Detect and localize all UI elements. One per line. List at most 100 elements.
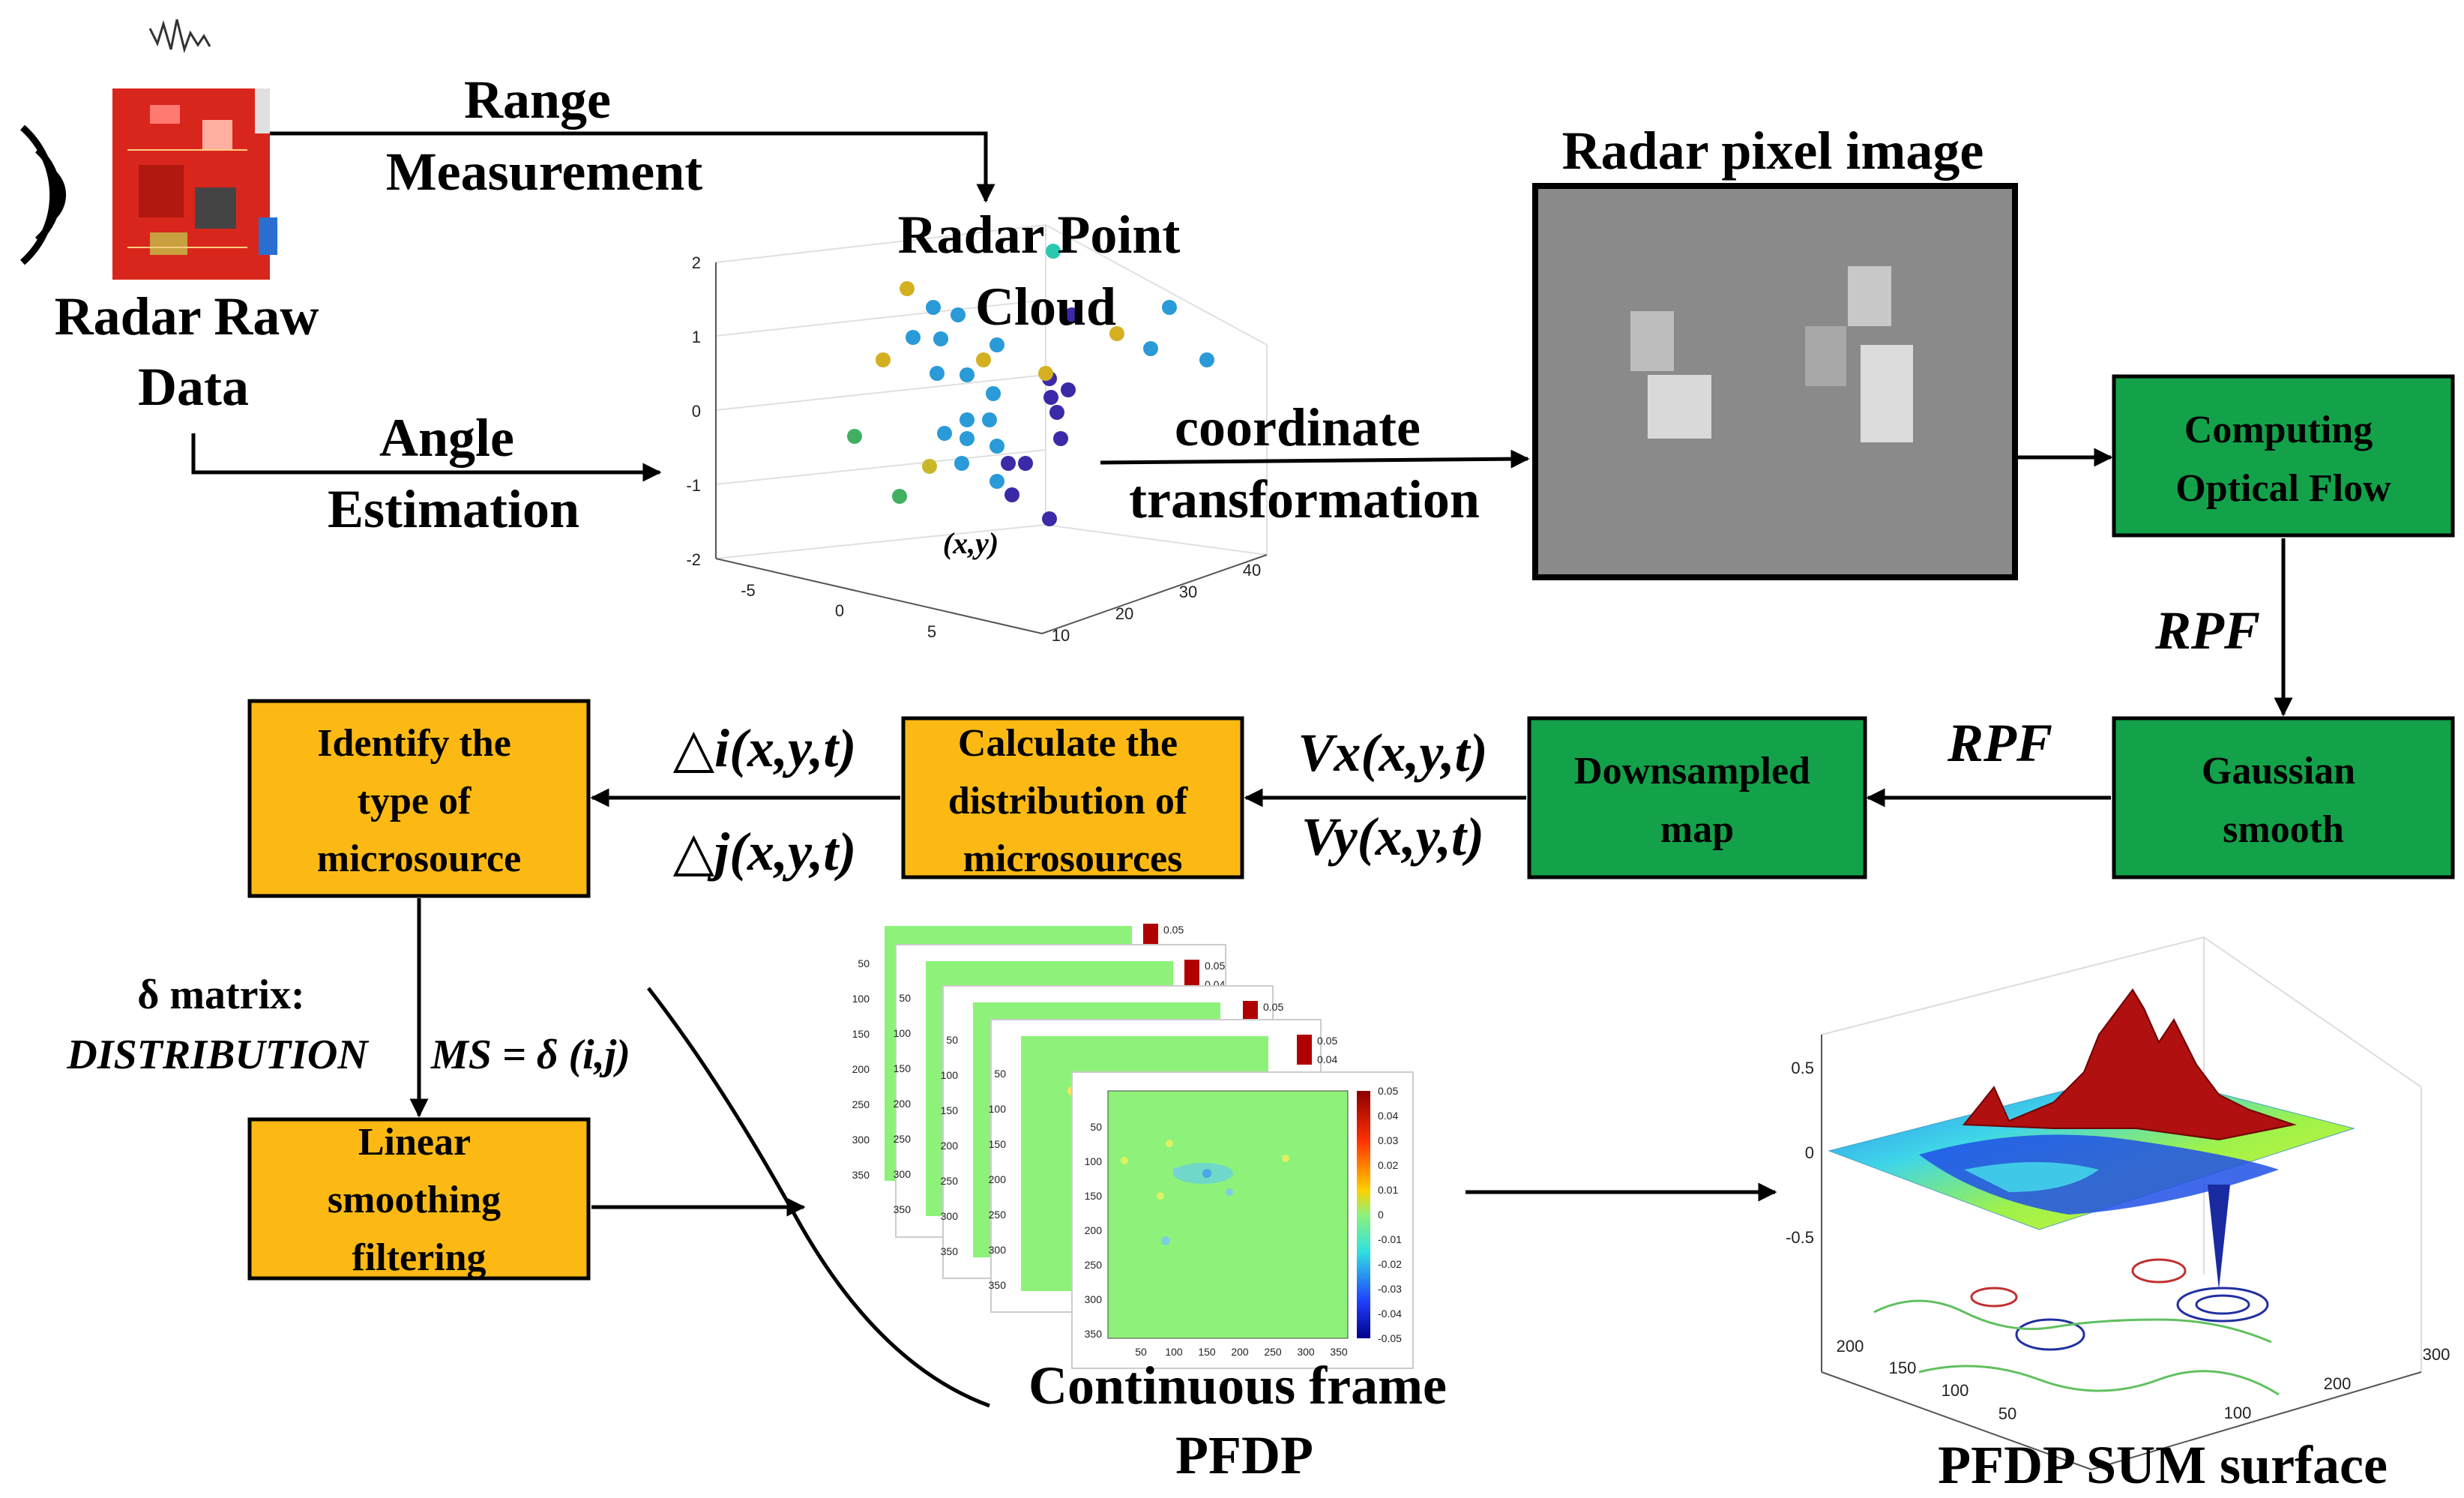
x-tick: 150	[1198, 1346, 1216, 1358]
point	[926, 300, 941, 315]
cbar-tick: -0.02	[1378, 1258, 1402, 1270]
gaussian-smooth-box: Gaussian smooth	[2112, 716, 2455, 879]
y-tick: 350	[989, 1279, 1007, 1291]
coordinate-transformation-arrow	[1100, 449, 1530, 469]
pfdp-sum-surface-label: PFDP SUM surface	[1938, 1435, 2388, 1495]
z-tick: 2	[692, 253, 701, 272]
point	[1199, 352, 1214, 367]
y-tick: 200	[989, 1173, 1007, 1185]
y-tick: 50	[994, 1068, 1006, 1080]
colorbar-ticks: 0.05 0.04 0.03 0.02 0.01 0 -0.01 -0.02 -…	[1378, 1085, 1402, 1344]
point	[1162, 300, 1177, 315]
point	[1109, 326, 1124, 341]
y-tick: 300	[941, 1210, 959, 1222]
radar-device	[20, 19, 277, 280]
point	[1046, 244, 1061, 259]
coordinate-transformation-label: coordinate transformation	[1129, 397, 1480, 529]
y-tick: 300	[989, 1244, 1007, 1256]
point	[922, 459, 937, 474]
point	[989, 439, 1004, 454]
radar-wave-icon	[20, 124, 66, 265]
point	[954, 456, 969, 471]
y-tick: 350	[941, 1245, 959, 1257]
point	[986, 386, 1001, 401]
distribution-label: DISTRIBUTION	[66, 1032, 370, 1078]
floor-contours	[1873, 1258, 2280, 1396]
y-tick: 30	[1179, 583, 1197, 601]
cbar-tick: 0.02	[1378, 1159, 1398, 1171]
point	[876, 352, 891, 367]
rpf-label-middle: RPF	[1947, 713, 2052, 773]
radar-pixel-image-title: Radar pixel image	[1562, 121, 1984, 181]
angle-arrow	[191, 433, 662, 482]
x-tick: 50	[1135, 1346, 1147, 1358]
radar-point-cloud-label: Radar Point Cloud	[898, 205, 1194, 337]
signal-waveform-icon	[148, 19, 211, 54]
point	[937, 426, 952, 441]
y-tick: 50	[1998, 1404, 2016, 1423]
delta-j-label: △j(x,y,t)	[673, 822, 857, 882]
point-cloud-z-ticks: 2 1 0 -1 -2	[686, 253, 701, 569]
point	[960, 431, 975, 446]
point-cloud-plot: 2 1 0 -1 -2 -5 0 5 10 20 30 40	[686, 224, 1268, 645]
surface-x-ticks: 100 200 300	[2224, 1345, 2451, 1422]
x-tick: 100	[1165, 1346, 1183, 1358]
x-tick: 250	[1264, 1346, 1282, 1358]
linear-smoothing-box: Linear smoothing filtering	[247, 1117, 591, 1281]
downsampled-map-box: Downsampled map	[1527, 716, 1867, 879]
svg-text:Gaussian smooth: Gaussian smooth	[2202, 750, 2365, 851]
range-arrow	[270, 131, 995, 203]
y-tick: 250	[852, 1098, 870, 1110]
surface-z-ticks: 0.5 0 -0.5	[1786, 1059, 1814, 1247]
x-tick: 200	[2324, 1374, 2352, 1393]
cbar-tick: 0.04	[1317, 1053, 1337, 1065]
point	[1143, 341, 1158, 356]
y-tick: 100	[852, 993, 870, 1005]
cbar-tick: -0.04	[1378, 1308, 1402, 1320]
x-tick: 300	[1297, 1346, 1315, 1358]
cbar-tick: 0.05	[1163, 924, 1184, 936]
svg-text:Downsampled map: Downsampled map	[1574, 750, 1820, 851]
y-tick: 200	[852, 1063, 870, 1075]
surface-blue-region	[1919, 1134, 2279, 1215]
y-tick: 150	[1889, 1359, 1917, 1377]
radar-raw-data-label: Radar Raw Data	[55, 286, 333, 417]
y-tick: 250	[1085, 1259, 1103, 1271]
surface-peaks	[1962, 988, 2297, 1141]
point-xy-label: (x,y)	[943, 526, 998, 560]
point	[1004, 487, 1019, 502]
z-tick: 0.5	[1791, 1059, 1814, 1077]
y-tick: 50	[946, 1034, 958, 1046]
cbar-tick: 0.05	[1205, 960, 1225, 972]
pfdp-frame-front: 0.05 0.04 0.03 0.02 0.01 0 -0.01 -0.02 -…	[1071, 1071, 1414, 1369]
point	[960, 367, 975, 382]
point	[976, 352, 991, 367]
surface-y-ticks: 200 150 100 50	[1837, 1337, 2017, 1423]
delta-matrix-label: δ matrix:	[137, 972, 304, 1018]
point	[930, 366, 945, 381]
cbar-tick: 0.05	[1378, 1085, 1398, 1097]
y-tick: 150	[852, 1028, 870, 1040]
y-tick: 350	[852, 1169, 870, 1181]
surface-cyan-region	[1964, 1162, 2099, 1192]
y-tick: 50	[858, 957, 870, 969]
point	[1061, 382, 1076, 397]
calculate-distribution-box: Calculate the distribution of microsourc…	[901, 716, 1244, 880]
y-tick: 200	[941, 1140, 959, 1152]
surface-spike-down	[2208, 1185, 2230, 1290]
point	[989, 337, 1004, 352]
continuous-frames-stack: 0.05 50 100 150 200 250 300 350 0.05 0.0…	[852, 909, 1414, 1369]
y-tick: 250	[989, 1209, 1007, 1221]
point	[847, 429, 862, 444]
cbar-tick: 0.01	[1378, 1184, 1398, 1196]
vy-label: Vy(x,y,t)	[1301, 807, 1484, 867]
point-cloud-x-ticks: -5 0 5	[741, 581, 936, 641]
x-tick: 5	[927, 622, 936, 641]
point	[1049, 405, 1064, 420]
y-tick: 250	[941, 1175, 959, 1187]
z-tick: -2	[686, 550, 701, 569]
computing-optical-flow-box: Computing Optical Flow	[2112, 374, 2455, 538]
y-tick: 100	[941, 1069, 959, 1081]
y-tick: 100	[989, 1103, 1007, 1115]
